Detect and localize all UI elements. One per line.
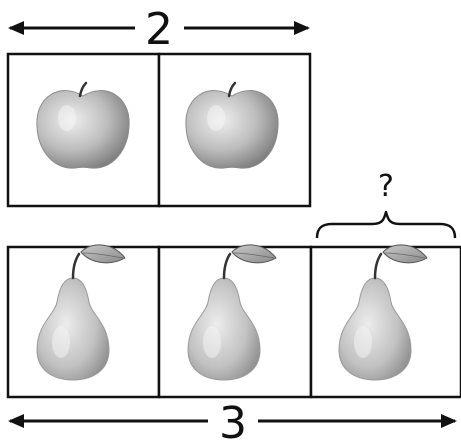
bottom-measure-label: 3 — [219, 398, 247, 445]
top-measure-arrow: 2 — [8, 4, 310, 55]
apple-icon — [184, 81, 280, 170]
top-measure-label: 2 — [145, 4, 173, 55]
apple-icon — [35, 81, 131, 170]
bottom-measure-arrow: 3 — [8, 398, 457, 445]
bottom-row — [6, 243, 461, 399]
unknown-label: ? — [378, 169, 394, 204]
top-row — [6, 52, 312, 208]
unknown-brace: ? — [315, 169, 457, 239]
